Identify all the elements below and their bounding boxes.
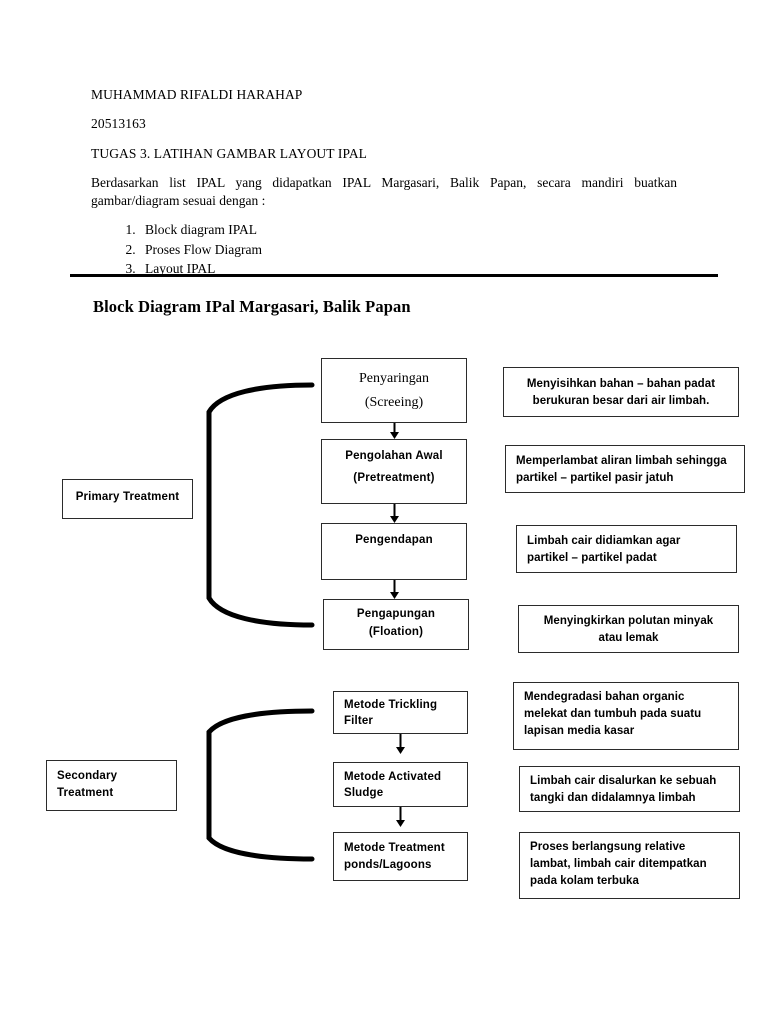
process-box-pengolahan-awal: Pengolahan Awal (Pretreatment) [321, 439, 467, 504]
process-sub-pengolahan-awal: (Pretreatment) [353, 472, 435, 484]
description-line: Menyingkirkan polutan minyak [543, 615, 714, 627]
assignment-title: TUGAS 3. LATIHAN GAMBAR LAYOUT IPAL [91, 145, 368, 161]
description-box-activated-sludge: Limbah cair disalurkan ke sebuah tangki … [519, 766, 740, 812]
group-label-secondary-treatment: Secondary Treatment [46, 760, 177, 811]
process-title-pengapungan: Pengapungan [356, 608, 436, 620]
description-line: tangki dan didalamnya limbah [530, 792, 696, 804]
student-id: 20513163 [91, 116, 146, 132]
description-line: lapisan media kasar [524, 725, 635, 737]
horizontal-divider [70, 274, 718, 277]
process-title-pengolahan-awal: Pengolahan Awal [345, 450, 443, 462]
description-line: Limbah cair disalurkan ke sebuah [530, 775, 717, 787]
arrow-trickling-to-activated [396, 734, 405, 754]
process-title-penyaringan: Penyaringan [359, 371, 429, 386]
process-line: Sludge [344, 787, 384, 799]
section-title: Block Diagram IPal Margasari, Balik Papa… [93, 297, 411, 316]
description-line: melekat dan tumbuh pada suatu [524, 708, 702, 720]
description-box-pengendapan: Limbah cair didiamkan agar partikel – pa… [516, 525, 737, 573]
description-line: lambat, limbah cair ditempatkan [530, 858, 707, 870]
group-label-secondary-line2: Treatment [57, 787, 114, 799]
description-box-treatment-ponds: Proses berlangsung relative lambat, limb… [519, 832, 740, 899]
description-line: partikel – partikel pasir jatuh [516, 472, 674, 484]
process-line: ponds/Lagoons [344, 859, 432, 871]
process-box-treatment-ponds: Metode Treatment ponds/Lagoons [333, 832, 468, 881]
task-list-item: Block diagram IPAL [139, 220, 677, 240]
task-list: Block diagram IPAL Proses Flow Diagram L… [91, 220, 677, 279]
description-line: pada kolam terbuka [530, 875, 639, 887]
process-box-penyaringan: Penyaringan (Screeing) [321, 358, 467, 423]
secondary-bracket [206, 708, 315, 862]
author-name: MUHAMMAD RIFALDI HARAHAP [91, 87, 303, 102]
description-box-penyaringan: Menyisihkan bahan – bahan padat berukura… [503, 367, 739, 417]
group-label-primary-text: Primary Treatment [75, 491, 180, 503]
primary-bracket [206, 382, 315, 628]
task-list-item: Proses Flow Diagram [139, 240, 677, 260]
process-box-pengendapan: Pengendapan [321, 523, 467, 580]
description-line: Proses berlangsung relative [530, 841, 686, 853]
process-line: Metode Treatment [344, 842, 445, 854]
process-box-trickling-filter: Metode Trickling Filter [333, 691, 468, 734]
process-box-activated-sludge: Metode Activated Sludge [333, 762, 468, 807]
process-line: Metode Trickling [344, 699, 438, 711]
process-sub-pengapungan: (Floation) [368, 626, 424, 638]
arrow-pengolahan-to-pengendapan [390, 504, 399, 523]
description-line: Limbah cair didiamkan agar [527, 535, 681, 547]
description-box-pengolahan-awal: Memperlambat aliran limbah sehingga part… [505, 445, 745, 493]
description-box-trickling-filter: Mendegradasi bahan organic melekat dan t… [513, 682, 739, 750]
description-line: partikel – partikel padat [527, 552, 657, 564]
header-block: MUHAMMAD RIFALDI HARAHAP 20513163 TUGAS … [91, 86, 677, 279]
description-box-pengapungan: Menyingkirkan polutan minyak atau lemak [518, 605, 739, 653]
description-line: berukuran besar dari air limbah. [532, 395, 710, 407]
process-sub-penyaringan: (Screeing) [364, 395, 424, 410]
group-label-secondary-line1: Secondary [57, 770, 118, 782]
intro-paragraph: Berdasarkan list IPAL yang didapatkan IP… [91, 174, 677, 209]
description-line: Memperlambat aliran limbah sehingga [516, 455, 727, 467]
description-line: Menyisihkan bahan – bahan padat [526, 378, 716, 390]
arrow-activated-to-ponds [396, 807, 405, 827]
arrow-penyaringan-to-pengolahan [390, 423, 399, 439]
process-line: Metode Activated [344, 771, 442, 783]
group-label-primary-treatment: Primary Treatment [62, 479, 193, 519]
process-box-pengapungan: Pengapungan (Floation) [323, 599, 469, 650]
description-line: atau lemak [598, 632, 659, 644]
process-title-pengendapan: Pengendapan [355, 534, 433, 546]
task-list-item: Layout IPAL [139, 259, 677, 279]
arrow-pengendapan-to-pengapungan [390, 580, 399, 599]
process-line: Filter [344, 715, 374, 727]
description-line: Mendegradasi bahan organic [524, 691, 685, 703]
